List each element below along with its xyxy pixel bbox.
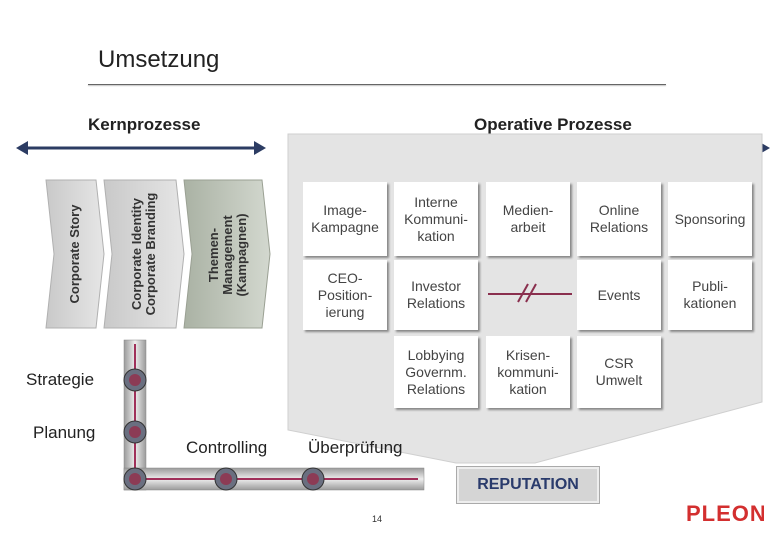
label-strategie: Strategie xyxy=(26,370,95,389)
cell-krisenkommunikation: Krisen- kommuni- kation xyxy=(486,336,570,408)
cell-ceo-positionierung: CEO- Position- ierung xyxy=(303,260,387,330)
cell-image-kampagne: Image- Kampagne xyxy=(303,182,387,256)
milestone-dot-planung xyxy=(123,420,147,444)
reputation-box: REPUTATION xyxy=(456,466,600,504)
kernprozesse-heading: Kernprozesse xyxy=(88,115,201,134)
break-symbol xyxy=(488,283,572,303)
cell-online-relations: Online Relations xyxy=(577,182,661,256)
operative-prozesse-heading: Operative Prozesse xyxy=(474,115,632,134)
chevron-themen-management xyxy=(183,179,271,329)
milestone-dot-corner xyxy=(123,467,147,491)
chevron-corporate-story xyxy=(45,179,105,329)
cell-medienarbeit: Medien- arbeit xyxy=(486,182,570,256)
label-planung: Planung xyxy=(33,423,96,442)
pleon-logo: PLEON xyxy=(686,501,764,526)
label-ueberpruefung: Überprüfung xyxy=(308,438,403,457)
milestone-dot-strategie xyxy=(123,368,147,392)
cell-investor-relations: Investor Relations xyxy=(394,260,478,330)
cell-csr-umwelt: CSR Umwelt xyxy=(577,336,661,408)
cell-lobbying: Lobbying Governm. Relations xyxy=(394,336,478,408)
milestone-dot-ueberpruefung xyxy=(301,467,325,491)
chevron-label-corporate-story: Corporate Story xyxy=(67,204,82,304)
page-title: Umsetzung xyxy=(98,46,220,73)
milestone-dot-controlling xyxy=(214,467,238,491)
cell-sponsoring: Sponsoring xyxy=(668,182,752,256)
cell-events: Events xyxy=(577,260,661,330)
chevron-label-themen-management: Themen- Management (Kampagnen) xyxy=(206,213,249,297)
kernprozesse-arrow xyxy=(16,141,266,155)
cell-interne-kommunikation: Interne Kommuni- kation xyxy=(394,182,478,256)
pleon-logo-text: PLEON xyxy=(686,501,764,526)
page-number: 14 xyxy=(372,514,383,524)
cell-publikationen: Publi- kationen xyxy=(668,260,752,330)
chevron-corporate-identity xyxy=(103,179,185,329)
label-controlling: Controlling xyxy=(186,438,268,457)
title-divider xyxy=(88,84,666,85)
chevron-label-corporate-identity: Corporate Identity Corporate Branding xyxy=(129,192,158,316)
